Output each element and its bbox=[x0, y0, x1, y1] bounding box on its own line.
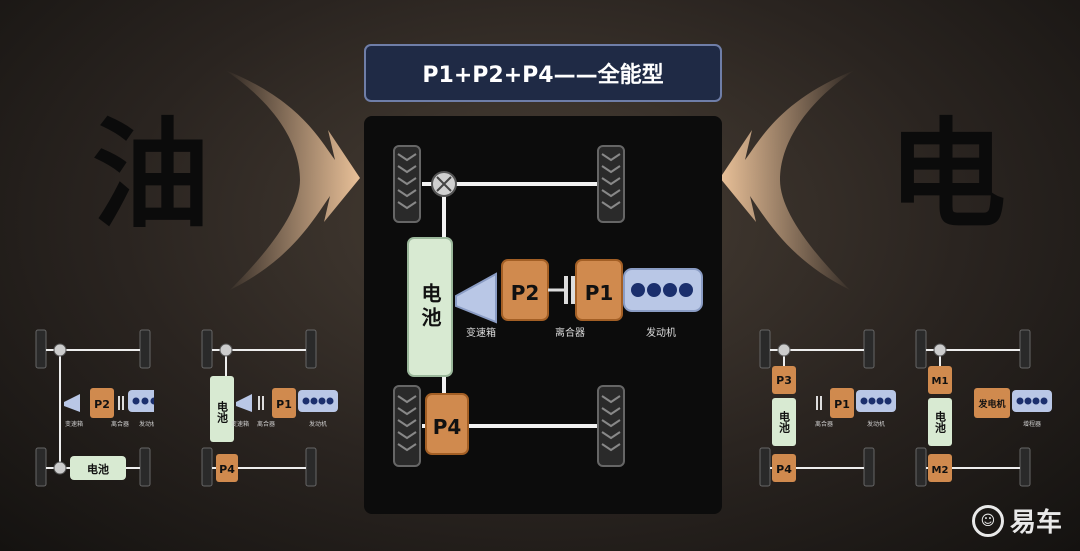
mini2-p4: P4 bbox=[219, 463, 235, 476]
mini2-engine: 发动机 bbox=[309, 420, 327, 428]
battery-label: 电池 bbox=[418, 283, 442, 331]
mini2-gearbox: 变速箱 bbox=[231, 420, 249, 428]
mini3-p3: P3 bbox=[776, 374, 792, 387]
mini1-engine: 发动机 bbox=[139, 420, 154, 428]
tire-front-right bbox=[597, 145, 625, 223]
mini4-m2: M2 bbox=[932, 465, 949, 476]
mini4-battery: 电池 bbox=[934, 410, 947, 434]
clutch-label: 离合器 bbox=[555, 326, 585, 339]
electric-char: 电 bbox=[888, 106, 1007, 244]
differential-icon bbox=[431, 171, 457, 197]
title-text: P1+P2+P4——全能型 bbox=[422, 63, 664, 88]
engine-icon bbox=[623, 268, 703, 312]
right-arrow bbox=[720, 70, 855, 290]
main-diagram: 电池 P2 P1 变速箱 离合器 发动机 P4 bbox=[393, 145, 703, 467]
oil-char: 油 bbox=[92, 106, 211, 244]
watermark-logo-icon: ☺ bbox=[971, 504, 1004, 537]
mini3-p4: P4 bbox=[776, 463, 792, 476]
mini1-battery: 电池 bbox=[87, 462, 109, 476]
left-arrow bbox=[225, 70, 360, 290]
mini3-clutch: 离合器 bbox=[815, 420, 833, 428]
mini3-battery: 电池 bbox=[778, 410, 791, 434]
mini-diagram-3: P3 电池 P1 离合器 发动机 P4 bbox=[758, 328, 898, 492]
mini1-p2: P2 bbox=[94, 398, 110, 411]
mini2-p1: P1 bbox=[276, 398, 292, 411]
mini1-clutch: 离合器 bbox=[111, 420, 129, 428]
p4-motor bbox=[425, 393, 469, 455]
tire-front-left bbox=[393, 145, 421, 223]
mini4-range-extender: 增程器 bbox=[1023, 420, 1041, 428]
mini4-generator: 发电机 bbox=[977, 398, 1005, 410]
p1-motor bbox=[575, 259, 623, 321]
battery-block bbox=[407, 237, 453, 377]
gearbox-icon bbox=[455, 272, 497, 324]
mini-diagram-2: 电池 P1 变速箱 离合器 发动机 P4 bbox=[200, 328, 340, 492]
mini4-m1: M1 bbox=[932, 376, 949, 387]
mini2-clutch: 离合器 bbox=[257, 420, 275, 428]
mini3-p1: P1 bbox=[834, 398, 850, 411]
title-box: P1+P2+P4——全能型 bbox=[364, 44, 722, 102]
mini3-engine: 发动机 bbox=[867, 420, 885, 428]
gearbox-label: 变速箱 bbox=[466, 326, 496, 339]
watermark-text: 易车 bbox=[1009, 508, 1062, 538]
p4-label: P4 bbox=[433, 415, 462, 439]
main-diagram-panel: 电池 P2 P1 变速箱 离合器 发动机 P4 bbox=[364, 116, 722, 514]
p2-label: P2 bbox=[511, 281, 540, 305]
mini-diagram-4: M1 电池 发电机 增程器 M2 bbox=[914, 328, 1054, 492]
mini-diagram-1: P2 变速箱 离合器 发动机 电池 bbox=[34, 328, 170, 492]
tire-rear-left bbox=[393, 385, 421, 467]
mini2-battery: 电池 bbox=[216, 400, 229, 424]
p1-label: P1 bbox=[585, 281, 614, 305]
engine-label: 发动机 bbox=[646, 326, 676, 339]
tire-rear-right bbox=[597, 385, 625, 467]
mini1-gearbox: 变速箱 bbox=[65, 420, 83, 428]
watermark: ☺ 易车 bbox=[971, 502, 1062, 539]
